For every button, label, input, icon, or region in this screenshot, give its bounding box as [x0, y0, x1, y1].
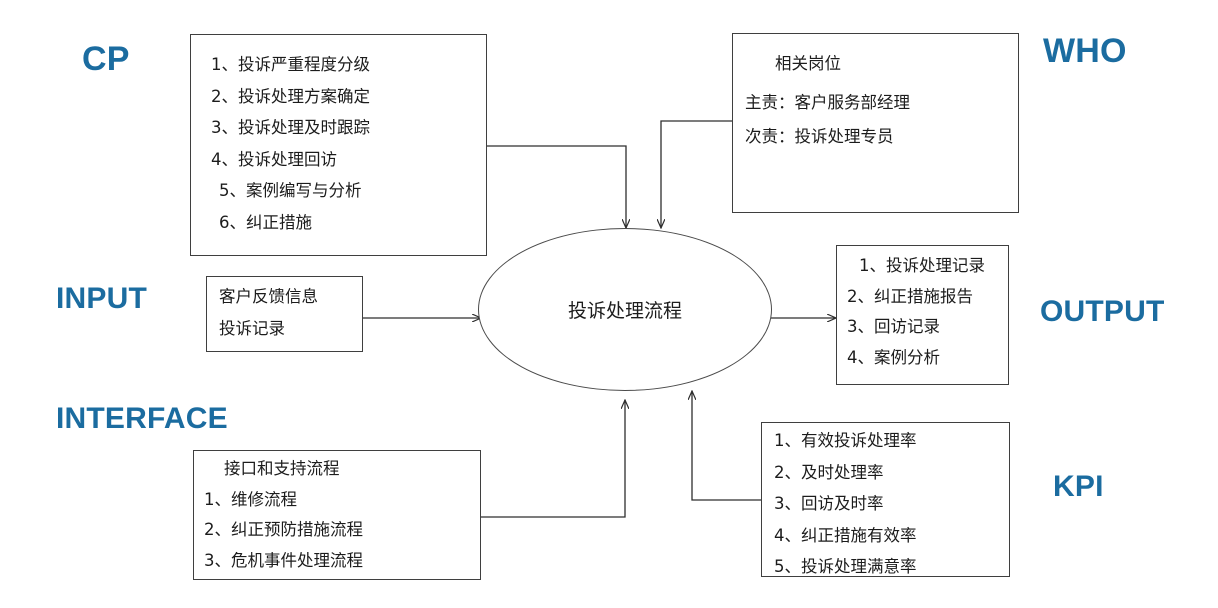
who-heading: 相关岗位	[775, 54, 841, 73]
input-item-1: 客户反馈信息	[219, 287, 318, 306]
connector-kpi-to-process	[692, 391, 761, 501]
cp-item-6: 6、纠正措施	[219, 212, 312, 232]
label-interface: INTERFACE	[56, 402, 228, 435]
label-cp: CP	[82, 40, 130, 78]
interface-item-1: 1、维修流程	[204, 489, 297, 509]
output-item-4: 4、案例分析	[847, 347, 940, 367]
who-item-2: 次责：投诉处理专员	[745, 127, 894, 146]
cp-item-1: 1、投诉严重程度分级	[211, 55, 370, 74]
cp-item-3: 3、投诉处理及时跟踪	[211, 118, 370, 137]
cp-item-2: 2、投诉处理方案确定	[211, 86, 370, 106]
who-item-1: 主责：客户服务部经理	[745, 92, 910, 112]
output-item-3: 3、回访记录	[847, 317, 940, 336]
output-item-1: 1、投诉处理记录	[859, 256, 985, 275]
interface-heading: 接口和支持流程	[224, 459, 340, 478]
box-input[interactable]: 客户反馈信息 投诉记录	[206, 276, 363, 352]
label-kpi: KPI	[1053, 470, 1104, 503]
interface-item-3: 3、危机事件处理流程	[204, 550, 363, 570]
box-interface[interactable]: 接口和支持流程 1、维修流程 2、纠正预防措施流程 3、危机事件处理流程	[193, 450, 481, 580]
kpi-item-5: 5、投诉处理满意率	[774, 557, 917, 576]
kpi-item-2: 2、及时处理率	[774, 462, 884, 482]
box-kpi[interactable]: 1、有效投诉处理率 2、及时处理率 3、回访及时率 4、纠正措施有效率 5、投诉…	[761, 422, 1010, 577]
connector-cp-to-process	[487, 145, 626, 228]
label-input: INPUT	[56, 282, 147, 315]
kpi-item-3: 3、回访及时率	[774, 494, 884, 513]
cp-item-5: 5、案例编写与分析	[219, 181, 362, 200]
cp-item-4: 4、投诉处理回访	[211, 149, 337, 169]
interface-item-2: 2、纠正预防措施流程	[204, 520, 363, 539]
label-who: WHO	[1043, 32, 1127, 70]
box-output[interactable]: 1、投诉处理记录 2、纠正措施报告 3、回访记录 4、案例分析	[836, 245, 1009, 385]
kpi-item-1: 1、有效投诉处理率	[774, 431, 917, 450]
process-ellipse-label: 投诉处理流程	[567, 300, 682, 322]
process-ellipse[interactable]: 投诉处理流程	[478, 228, 772, 391]
connector-interface-to-process	[481, 400, 625, 518]
label-output: OUTPUT	[1040, 295, 1165, 328]
kpi-item-4: 4、纠正措施有效率	[774, 525, 917, 545]
connector-who-to-process	[661, 120, 732, 228]
input-item-2: 投诉记录	[219, 318, 285, 338]
box-cp[interactable]: 1、投诉严重程度分级 2、投诉处理方案确定 3、投诉处理及时跟踪 4、投诉处理回…	[190, 34, 487, 256]
output-item-2: 2、纠正措施报告	[847, 286, 973, 306]
box-who[interactable]: 相关岗位 主责：客户服务部经理 次责：投诉处理专员	[732, 33, 1019, 213]
